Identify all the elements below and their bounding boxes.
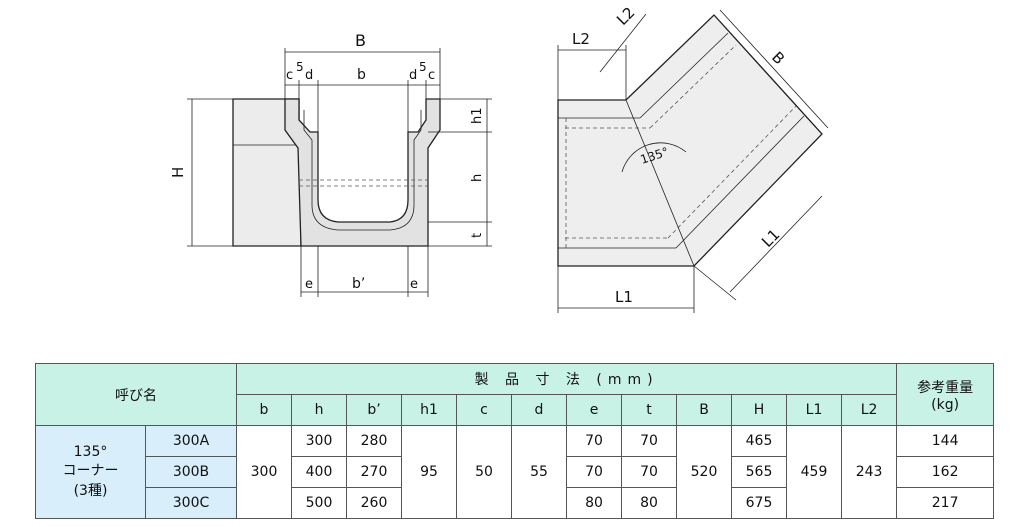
- cell-H: 565: [731, 456, 787, 488]
- plan-view: 135° L2 L2 B L1 L1: [557, 3, 829, 313]
- cell-e: 70: [566, 425, 622, 457]
- label-5-left: 5: [296, 60, 304, 74]
- label-L2-top: L2: [572, 30, 590, 48]
- col-L1: L1: [786, 394, 842, 426]
- cell-c: 50: [456, 425, 512, 519]
- cell-b-prime: 270: [346, 456, 402, 488]
- header-weight-label: 参考重量: [917, 379, 974, 396]
- col-t: t: [621, 394, 677, 426]
- cell-d: 55: [511, 425, 567, 519]
- cell-t: 70: [621, 425, 677, 457]
- col-h: h: [291, 394, 347, 426]
- cell-t: 80: [621, 487, 677, 519]
- header-name: 呼び名: [35, 363, 237, 426]
- label-L2-diag: L2: [613, 3, 638, 28]
- cell-weight: 144: [896, 425, 995, 457]
- col-b: b: [236, 394, 292, 426]
- col-H: H: [731, 394, 787, 426]
- cell-b-prime: 260: [346, 487, 402, 519]
- label-B-plan: B: [768, 48, 788, 68]
- col-B: B: [676, 394, 732, 426]
- header-dimensions: 製 品 寸 法 (mm): [235, 363, 898, 395]
- label-H: H: [169, 167, 187, 178]
- cell-h1: 95: [401, 425, 457, 519]
- model-cell: 300A: [145, 425, 237, 457]
- product-name-line1: 135°: [73, 444, 108, 460]
- cell-e: 70: [566, 456, 622, 488]
- cell-b: 300: [236, 425, 292, 519]
- label-L1-diag: L1: [758, 225, 783, 250]
- cell-L1: 459: [786, 425, 842, 519]
- label-e-left: e: [305, 277, 313, 292]
- label-t: t: [470, 233, 485, 238]
- label-c-right: c: [428, 68, 435, 83]
- label-B: B: [355, 31, 366, 50]
- cell-t: 70: [621, 456, 677, 488]
- label-e-right: e: [410, 277, 418, 292]
- label-d-left: d: [305, 68, 313, 83]
- col-b-prime: b’: [346, 394, 402, 426]
- product-name-line2: コーナー: [62, 463, 119, 479]
- label-b: b: [357, 67, 366, 83]
- table-row: 300B 400 270 70 70 565 162: [36, 456, 995, 488]
- cell-e: 80: [566, 487, 622, 519]
- table-header-row: 呼び名 製 品 寸 法 (mm) 参考重量 (kg): [35, 363, 995, 426]
- label-5-right: 5: [419, 60, 427, 74]
- model-cell: 300C: [145, 487, 237, 519]
- label-b-prime: b’: [352, 276, 365, 292]
- table-row: 135° コーナー (3種) 300A 300 300 280 95 50 55…: [35, 425, 995, 519]
- col-c: c: [456, 394, 512, 426]
- col-d: d: [511, 394, 567, 426]
- label-h: h: [470, 174, 485, 182]
- technical-drawing: B c 5 d b d 5 c H h1 h t e b’: [169, 3, 829, 313]
- header-weight: 参考重量 (kg): [896, 363, 995, 426]
- label-h1: h1: [470, 107, 485, 124]
- cell-weight: 217: [896, 487, 995, 519]
- col-L2: L2: [840, 394, 898, 426]
- cell-B: 520: [676, 425, 732, 519]
- product-name-cell: 135° コーナー (3種): [35, 425, 146, 519]
- model-cell: 300B: [145, 456, 237, 488]
- table-column-row: b h b’ h1 c d e t B H L1 L2: [36, 394, 994, 426]
- cell-L2: 243: [840, 425, 898, 519]
- spec-table: 呼び名 製 品 寸 法 (mm) 参考重量 (kg) b h b’ h1 c d…: [35, 363, 995, 519]
- header-weight-unit: (kg): [931, 396, 960, 413]
- cell-h: 400: [291, 456, 347, 488]
- cell-H: 675: [731, 487, 787, 519]
- product-name-line3: (3種): [73, 483, 108, 499]
- label-c-left: c: [286, 68, 293, 83]
- label-d-right: d: [409, 68, 417, 83]
- cell-weight: 162: [896, 456, 995, 488]
- label-L1-bottom: L1: [615, 288, 633, 306]
- section-view: B c 5 d b d 5 c H h1 h t e b’: [169, 31, 492, 297]
- col-h1: h1: [401, 394, 457, 426]
- cell-h: 500: [291, 487, 347, 519]
- cell-b-prime: 280: [346, 425, 402, 457]
- cell-h: 300: [291, 425, 347, 457]
- table-row: 300C 500 260 80 80 675 217: [36, 487, 995, 519]
- col-e: e: [566, 394, 622, 426]
- cell-H: 465: [731, 425, 787, 457]
